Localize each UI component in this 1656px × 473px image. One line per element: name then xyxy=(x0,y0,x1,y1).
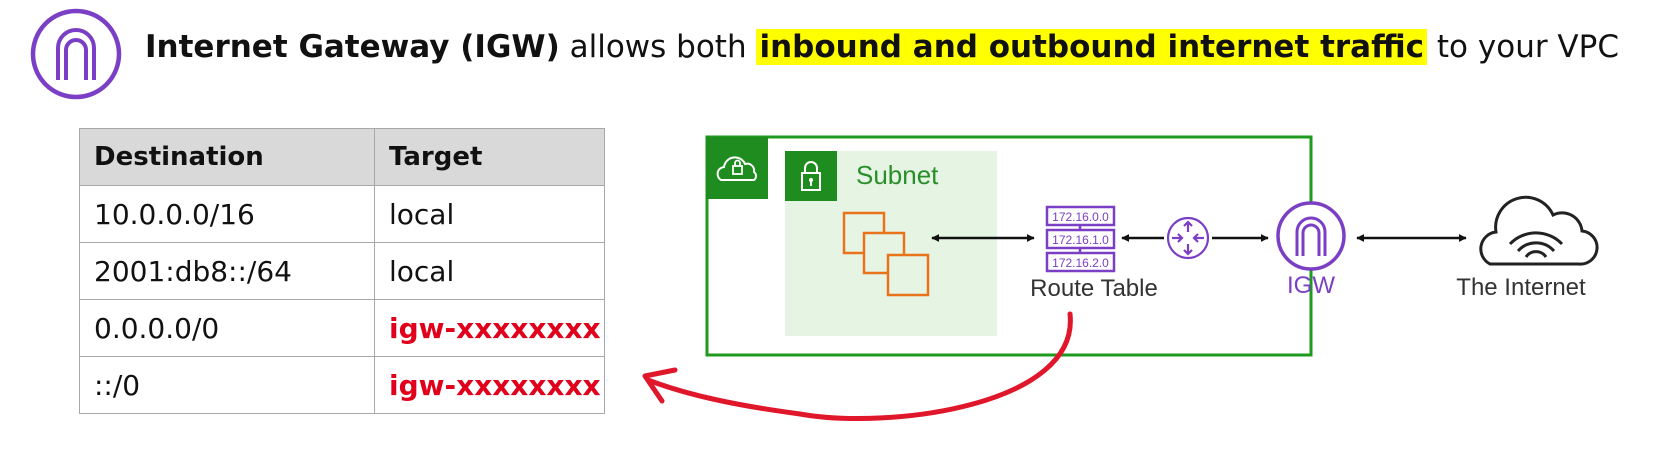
igw-logo-icon xyxy=(30,8,122,100)
headline-text: allows both xyxy=(559,29,757,65)
destination-cell: 0.0.0.0/0 xyxy=(79,299,375,357)
target-cell-igw: igw-xxxxxxxx xyxy=(374,299,605,357)
headline-highlight: inbound and outbound internet traffic xyxy=(756,29,1428,65)
header-target: Target xyxy=(374,128,605,186)
route-table-label: Route Table xyxy=(1030,275,1158,302)
destination-cell: 10.0.0.0/16 xyxy=(79,185,375,243)
destination-cell: 2001:db8::/64 xyxy=(79,242,375,300)
target-cell-igw: igw-xxxxxxxx xyxy=(374,356,605,414)
table-row: 2001:db8::/64 local xyxy=(79,242,605,300)
route-entry: 172.16.0.0 xyxy=(1052,210,1109,224)
route-table: Destination Target 10.0.0.0/16 local 200… xyxy=(79,128,605,414)
header-destination: Destination xyxy=(79,128,375,186)
route-table-icon xyxy=(1045,205,1116,273)
internet-label: The Internet xyxy=(1456,274,1586,301)
route-entry: 172.16.2.0 xyxy=(1052,256,1109,270)
pointer-arrowhead xyxy=(642,367,678,404)
table-row: ::/0 igw-xxxxxxxx xyxy=(79,356,605,414)
ec2-instances-icon xyxy=(842,211,930,297)
internet-cloud-icon xyxy=(1479,195,1599,266)
target-cell: local xyxy=(374,242,605,300)
subnet-lock-icon xyxy=(785,151,837,201)
target-cell: local xyxy=(374,185,605,243)
igw-icon xyxy=(1276,201,1346,271)
table-row: 10.0.0.0/16 local xyxy=(79,185,605,243)
headline-tail: to your VPC xyxy=(1427,29,1619,65)
igw-label: IGW xyxy=(1287,272,1335,299)
headline-subject: Internet Gateway (IGW) xyxy=(145,29,560,65)
vpc-cloud-icon xyxy=(706,137,768,199)
route-table-pointer-arrow xyxy=(645,311,1073,421)
table-header-row: Destination Target xyxy=(79,128,605,186)
route-entry: 172.16.1.0 xyxy=(1052,233,1109,247)
table-row: 0.0.0.0/0 igw-xxxxxxxx xyxy=(79,299,605,357)
headline: Internet Gateway (IGW) allows both inbou… xyxy=(145,25,1619,69)
subnet-label: Subnet xyxy=(856,160,939,190)
router-icon xyxy=(1166,216,1210,260)
